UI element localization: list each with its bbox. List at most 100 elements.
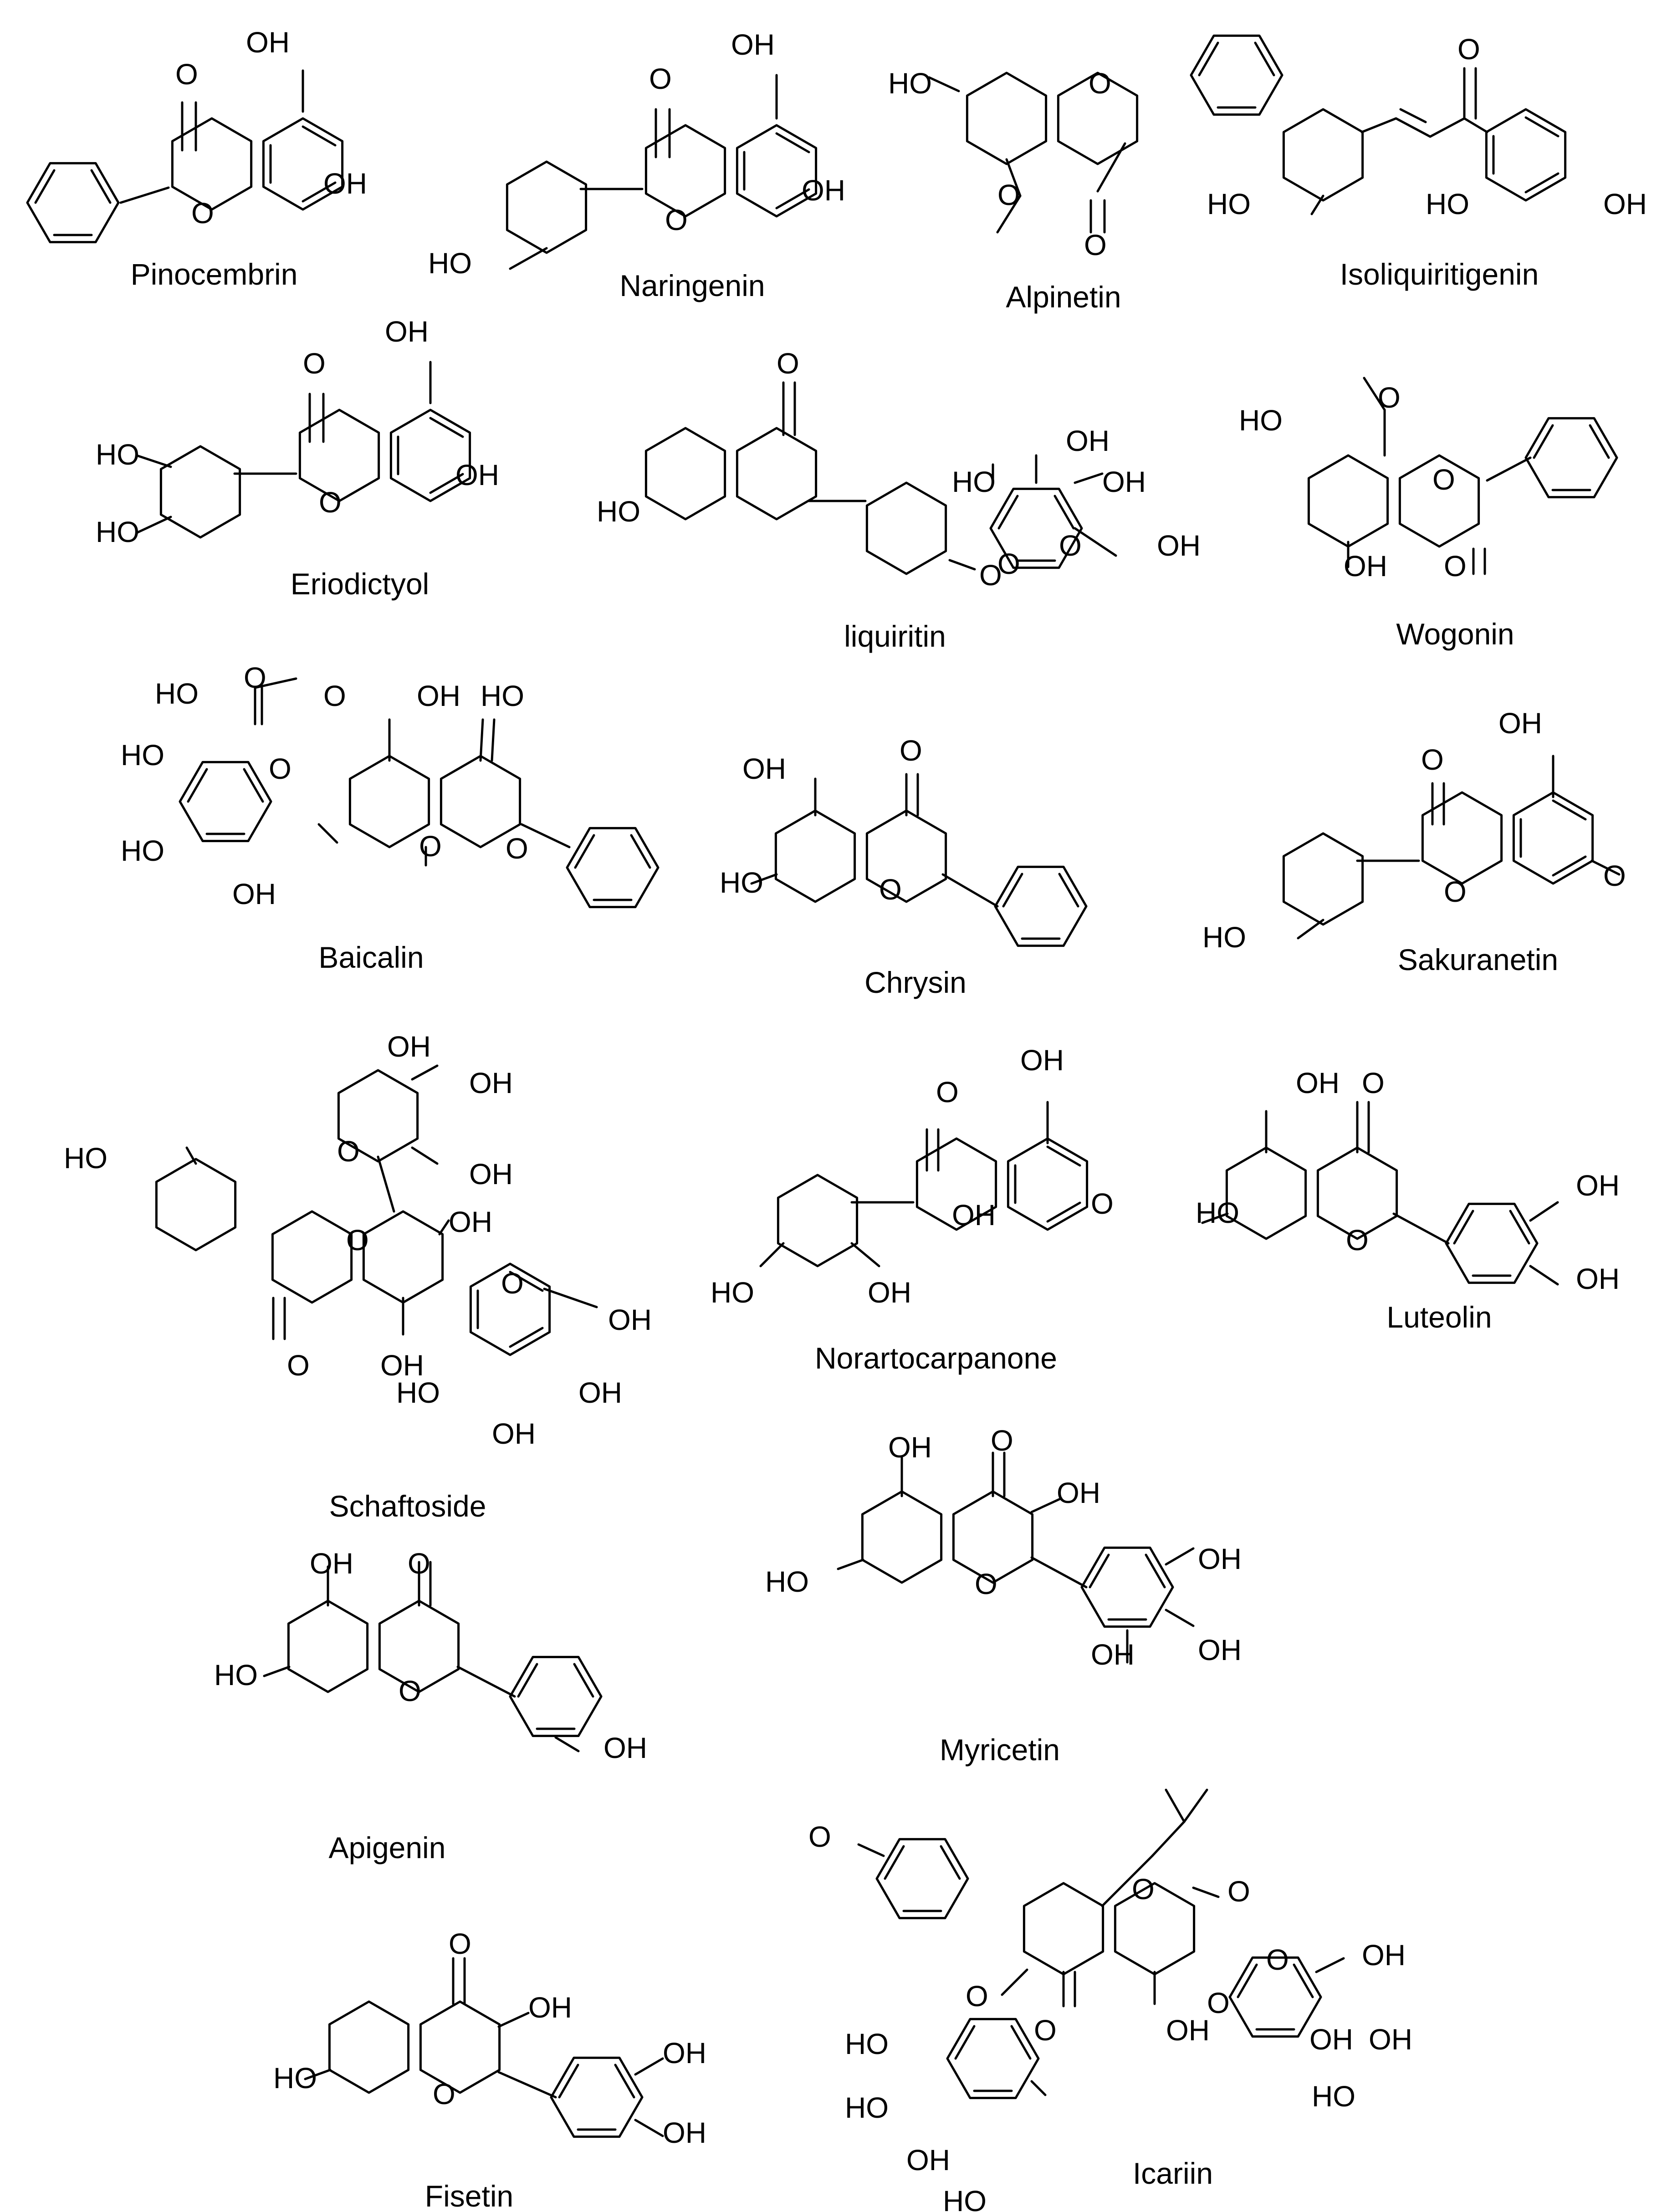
bond [1363, 377, 1386, 411]
bond [1395, 117, 1432, 138]
ring [348, 755, 430, 848]
atom-label: HO [711, 1276, 754, 1309]
atom-label: O [449, 1927, 471, 1960]
ring [994, 865, 1088, 947]
atom-label: O [1346, 1224, 1369, 1257]
atom-label: HO [1426, 188, 1469, 220]
bond [1165, 1609, 1195, 1627]
double-bond [997, 495, 1019, 530]
double-bond [1293, 1963, 1314, 1998]
double-bond [775, 188, 810, 209]
atom-label: OH [1309, 2023, 1353, 2056]
atom-label: O [966, 1980, 988, 2013]
ring [1398, 454, 1480, 548]
double-bond [1589, 424, 1610, 459]
atom-label: OH [1157, 529, 1201, 562]
ring [509, 1655, 603, 1737]
bond [1360, 117, 1397, 133]
atom-label: O [1432, 463, 1455, 496]
double-bond [517, 1663, 538, 1698]
bond [1590, 859, 1621, 876]
atom-label: O [1266, 1943, 1289, 1976]
compound-name-naringenin: Naringenin [619, 269, 765, 302]
atom-label: O [1227, 1875, 1250, 1908]
atom-label: OH [1102, 465, 1146, 498]
double-bond [573, 1663, 594, 1698]
atom-label: OH [469, 1067, 513, 1099]
double-bond [940, 1845, 961, 1880]
atom-label: OH [1498, 707, 1542, 740]
bond [479, 718, 484, 762]
ring [179, 761, 272, 843]
atom-label: OH [1576, 1262, 1620, 1295]
double-bond [1509, 1210, 1530, 1245]
compound-name-wogonin: Wogonin [1396, 617, 1514, 651]
atom-label: O [1603, 859, 1626, 892]
atom-label: OH [603, 1732, 647, 1764]
bond [1529, 1201, 1559, 1222]
atom-label: O [649, 62, 672, 95]
atom-label: O [1034, 2014, 1057, 2047]
double-bond [1010, 2025, 1032, 2060]
atom-label: O [1362, 1067, 1385, 1099]
double-bond [630, 834, 651, 869]
atom-label: OH [455, 459, 499, 491]
atom-label: OH [742, 752, 786, 785]
atom-label: OH [1091, 1638, 1135, 1671]
atom-label: OH [731, 28, 775, 61]
bond [1486, 456, 1532, 482]
bond [411, 1146, 439, 1165]
atom-label: O [997, 179, 1020, 211]
atom-label: OH [380, 1349, 424, 1382]
ring [1080, 1546, 1174, 1628]
atom-label: O [303, 347, 326, 380]
atom-label: O [323, 679, 346, 712]
atom-label: HO [845, 2028, 889, 2060]
ring [298, 409, 380, 502]
ring [989, 487, 1083, 569]
bond [928, 76, 960, 92]
atom-label: O [1207, 1987, 1230, 2019]
bond [497, 2071, 557, 2099]
bond [1192, 1886, 1220, 1898]
atom-label: HO [952, 465, 996, 498]
ring [644, 124, 726, 218]
double-bond [1046, 1201, 1081, 1223]
ring [875, 1838, 969, 1920]
atom-label: OH [528, 1991, 572, 2024]
bond [996, 194, 1022, 234]
bond [1165, 1788, 1186, 1823]
atom-label: OH [1362, 1939, 1406, 1972]
ring [865, 481, 947, 575]
bond [520, 823, 571, 848]
atom-label: HO [214, 1659, 258, 1691]
bond [377, 1155, 395, 1213]
ring [1282, 832, 1364, 926]
compound-name-liquiritin: liquiritin [844, 619, 946, 653]
ring [287, 1599, 369, 1693]
atom-label: O [337, 1135, 360, 1168]
double-bond [429, 417, 464, 438]
ring [1445, 1202, 1539, 1284]
bond [857, 1843, 885, 1857]
ring [155, 1158, 237, 1252]
bond [1030, 1556, 1088, 1589]
double-bond [1089, 1553, 1110, 1589]
atom-label: O [319, 486, 342, 519]
atom-label: O [879, 873, 902, 906]
atom-label: OH [323, 167, 367, 200]
atom-label: O [175, 58, 198, 91]
atom-label: HO [96, 438, 139, 471]
bond [1101, 1854, 1154, 1907]
compound-name-schaftoside: Schaftoside [329, 1489, 486, 1523]
bond [1463, 117, 1488, 133]
atom-label: O [287, 1349, 310, 1382]
atom-label: O [346, 1224, 369, 1257]
bond [1392, 1212, 1450, 1245]
atom-label: HO [481, 679, 524, 712]
atom-label: HO [1239, 404, 1283, 437]
